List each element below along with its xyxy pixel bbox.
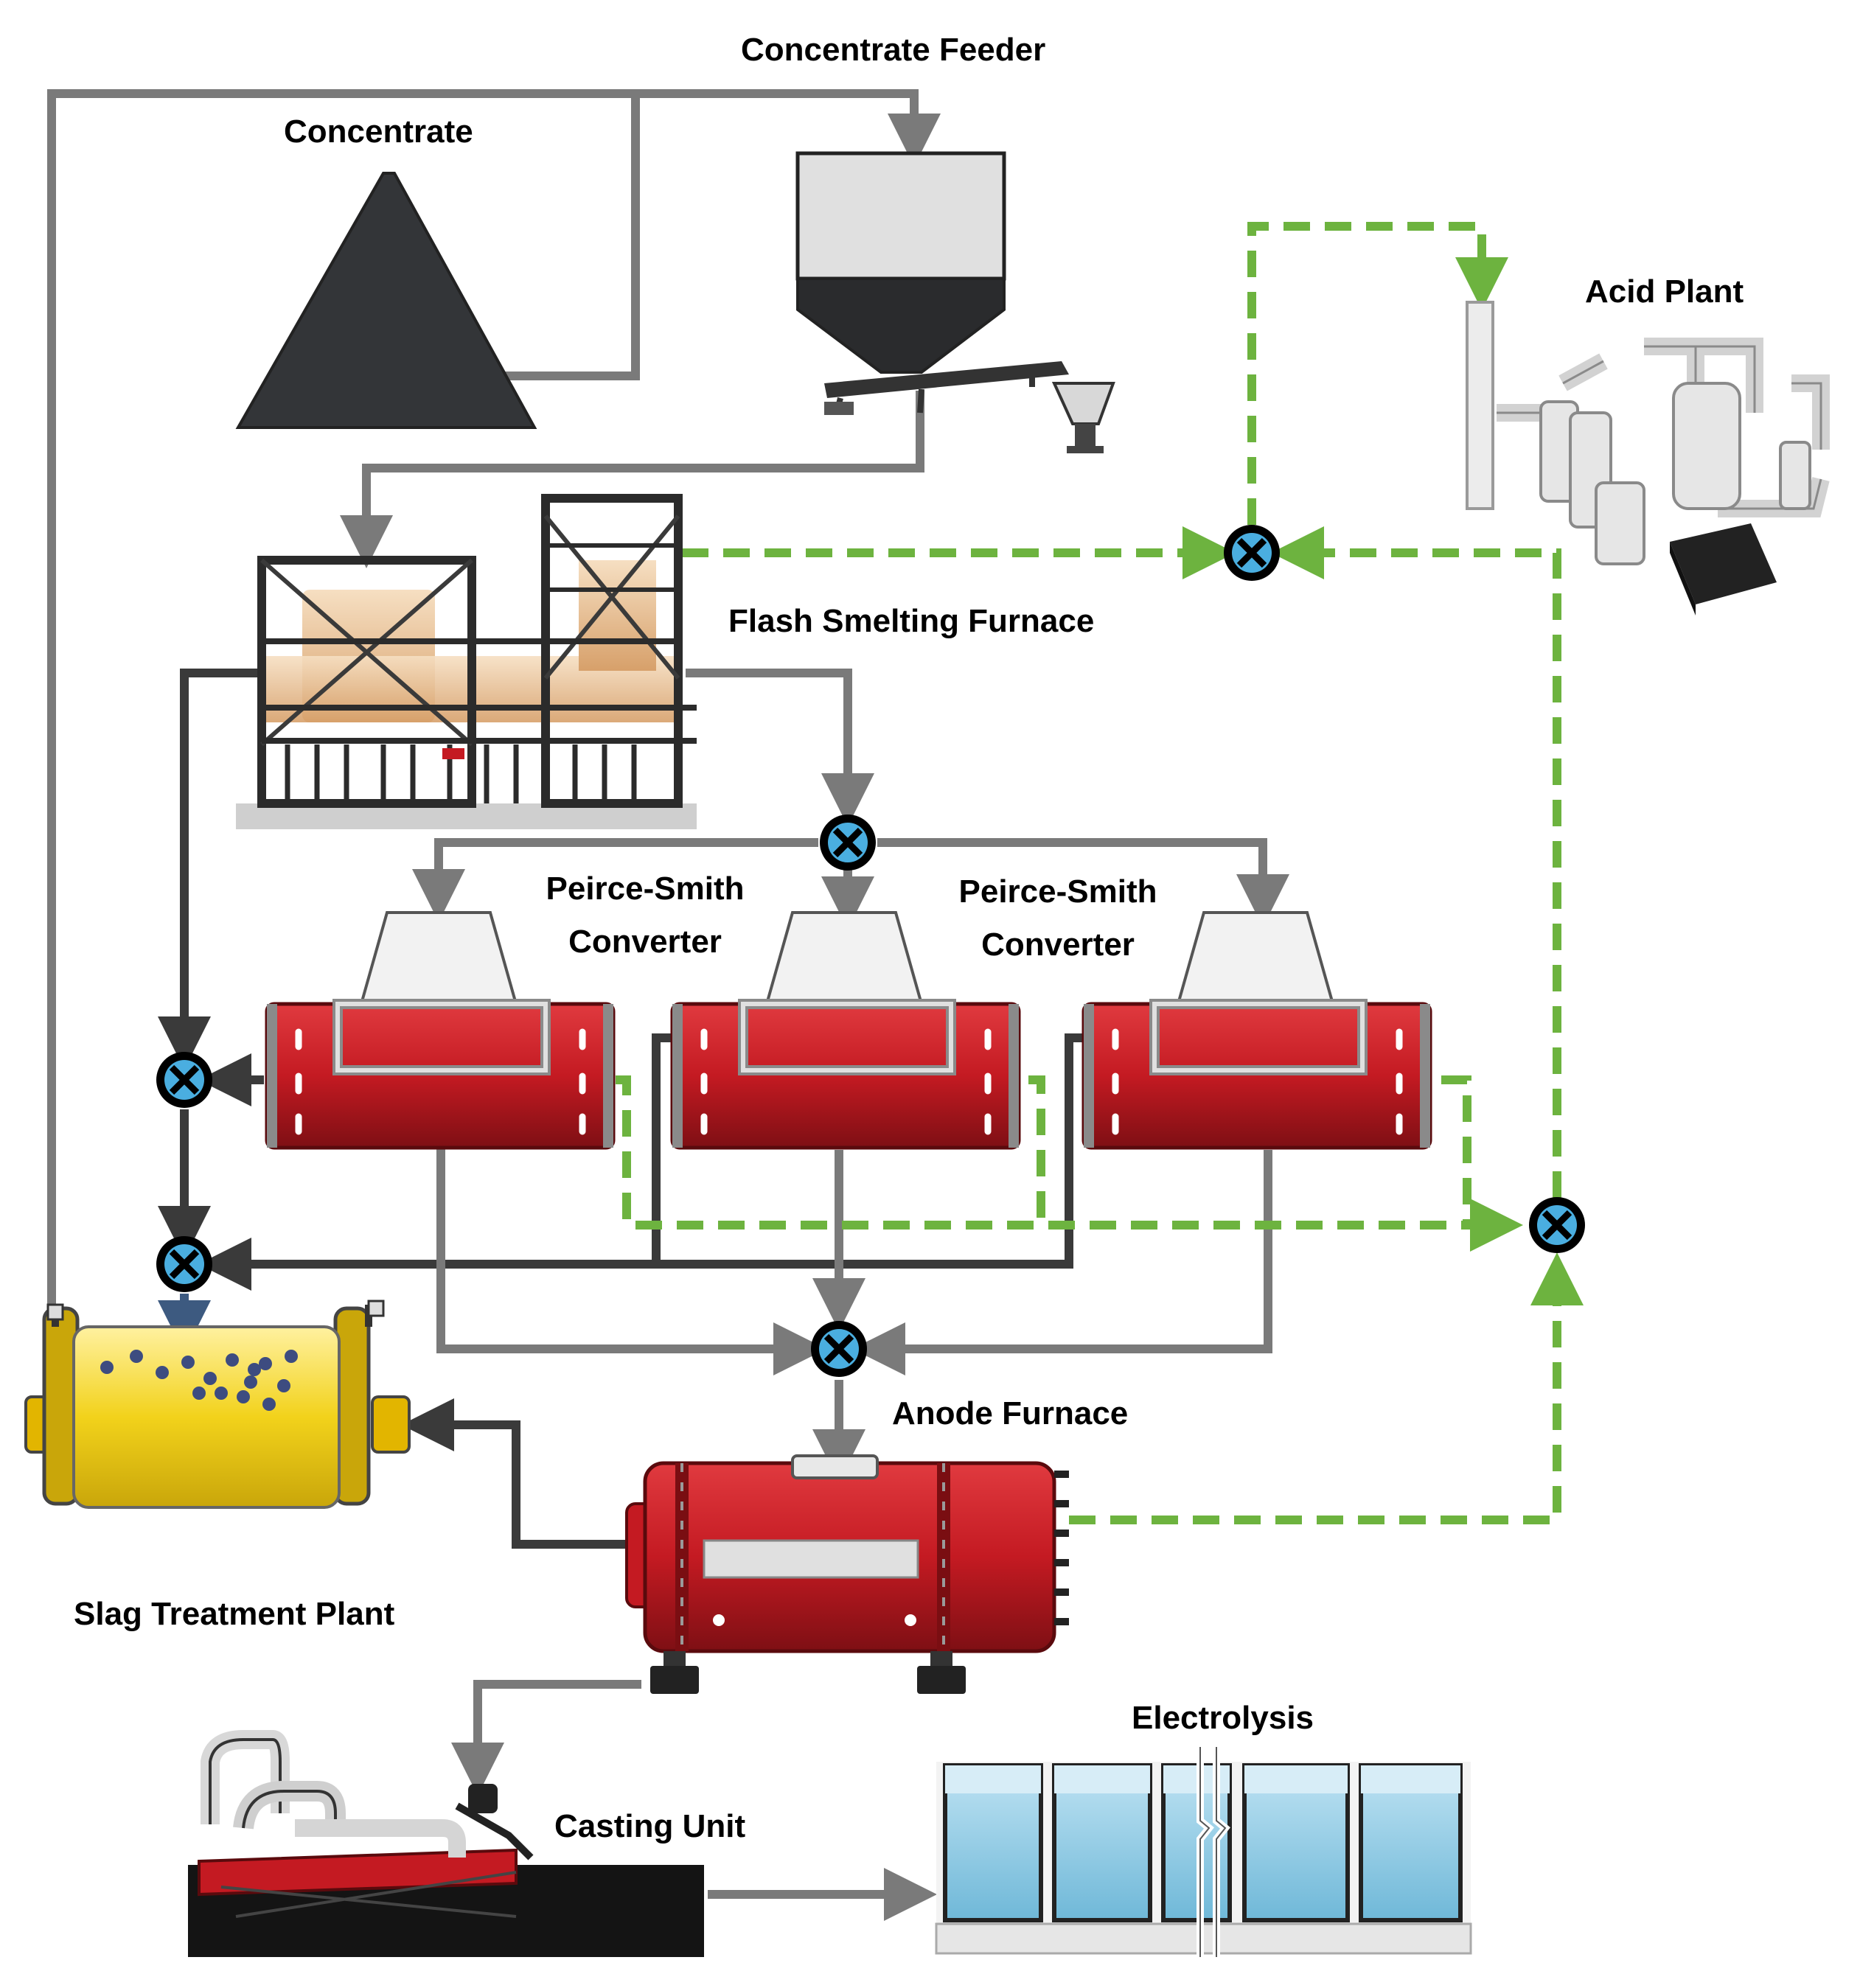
peirce-smith-converter-2-label-line2: Converter xyxy=(981,927,1135,963)
casting-unit xyxy=(188,1730,704,1957)
converter-gas-collector-line xyxy=(616,1075,1523,1252)
recycle-line-to-feeder xyxy=(47,89,941,1312)
electrolysis-tank-4 xyxy=(1242,1763,1350,1922)
converter3-slag-line xyxy=(198,1033,1090,1291)
copper-junction-icon xyxy=(811,1321,867,1377)
anode-furnace xyxy=(625,1454,1069,1694)
casting-unit-label: Casting Unit xyxy=(554,1808,745,1844)
peirce-smith-converter-1 xyxy=(265,911,616,1150)
matte-to-converter3 xyxy=(877,838,1289,927)
gas-to-acid-plant-line xyxy=(1247,222,1508,525)
gas-riser-line xyxy=(1271,526,1561,1198)
peirce-smith-converter-3 xyxy=(1081,911,1432,1150)
slag-treatment-plant-label: Slag Treatment Plant xyxy=(74,1596,395,1632)
concentrate-feed-lines xyxy=(47,89,941,1312)
labels: Concentrate Feeder Concentrate Acid Plan… xyxy=(74,32,1744,1844)
electrolysis-tank-2 xyxy=(1052,1763,1152,1922)
electrolysis-tanks xyxy=(935,1747,1472,1957)
anode-furnace-label: Anode Furnace xyxy=(892,1395,1128,1431)
matte-to-converter1 xyxy=(412,838,818,922)
matte-junction-icon xyxy=(820,815,876,871)
acid-plant xyxy=(1466,301,1830,615)
slag-mill-balls xyxy=(100,1350,298,1411)
concentrate-to-feeder-line xyxy=(494,97,640,380)
converter3-gas-line xyxy=(1441,1075,1471,1225)
concentrate-pile xyxy=(235,172,537,429)
peirce-smith-converter-1-label-line2: Converter xyxy=(568,924,722,960)
electrolysis-tank-1 xyxy=(943,1763,1043,1922)
anode-slag-line xyxy=(401,1398,630,1549)
peirce-smith-converter-2-label-line1: Peirce-Smith xyxy=(959,873,1157,910)
feeder-to-furnace-line xyxy=(340,391,924,568)
slag-junction-upper-icon xyxy=(156,1052,212,1108)
converter1-copper-line xyxy=(436,1146,826,1375)
anode-to-casting-line xyxy=(451,1680,641,1796)
anode-gas-line xyxy=(1069,1252,1584,1524)
flash-smelting-furnace-label: Flash Smelting Furnace xyxy=(728,603,1094,639)
furnace-slag-line xyxy=(158,669,265,1070)
flash-smelting-furnace xyxy=(236,494,697,829)
converter2-gas-line xyxy=(1028,1075,1045,1225)
furnace-matte-line xyxy=(686,669,874,826)
concentrate-feeder-bin xyxy=(795,151,1115,453)
peirce-smith-converter-2 xyxy=(670,911,1021,1150)
converter3-copper-line xyxy=(852,1150,1272,1375)
gas-lines xyxy=(616,222,1584,1524)
concentrate-label: Concentrate xyxy=(284,114,473,150)
electrolysis-label: Electrolysis xyxy=(1132,1700,1314,1736)
concentrate-feeder-label: Concentrate Feeder xyxy=(741,32,1045,68)
slag-junction-lower-icon xyxy=(156,1236,212,1292)
gas-junction-top-icon xyxy=(1224,525,1280,581)
matte-lines xyxy=(412,669,1289,1921)
acid-plant-label: Acid Plant xyxy=(1585,273,1744,310)
electrolysis-tank-5 xyxy=(1359,1763,1463,1922)
gas-junction-right-icon xyxy=(1529,1197,1585,1253)
slag-treatment-mill xyxy=(24,1300,411,1509)
peirce-smith-converter-1-label-line1: Peirce-Smith xyxy=(546,871,745,907)
